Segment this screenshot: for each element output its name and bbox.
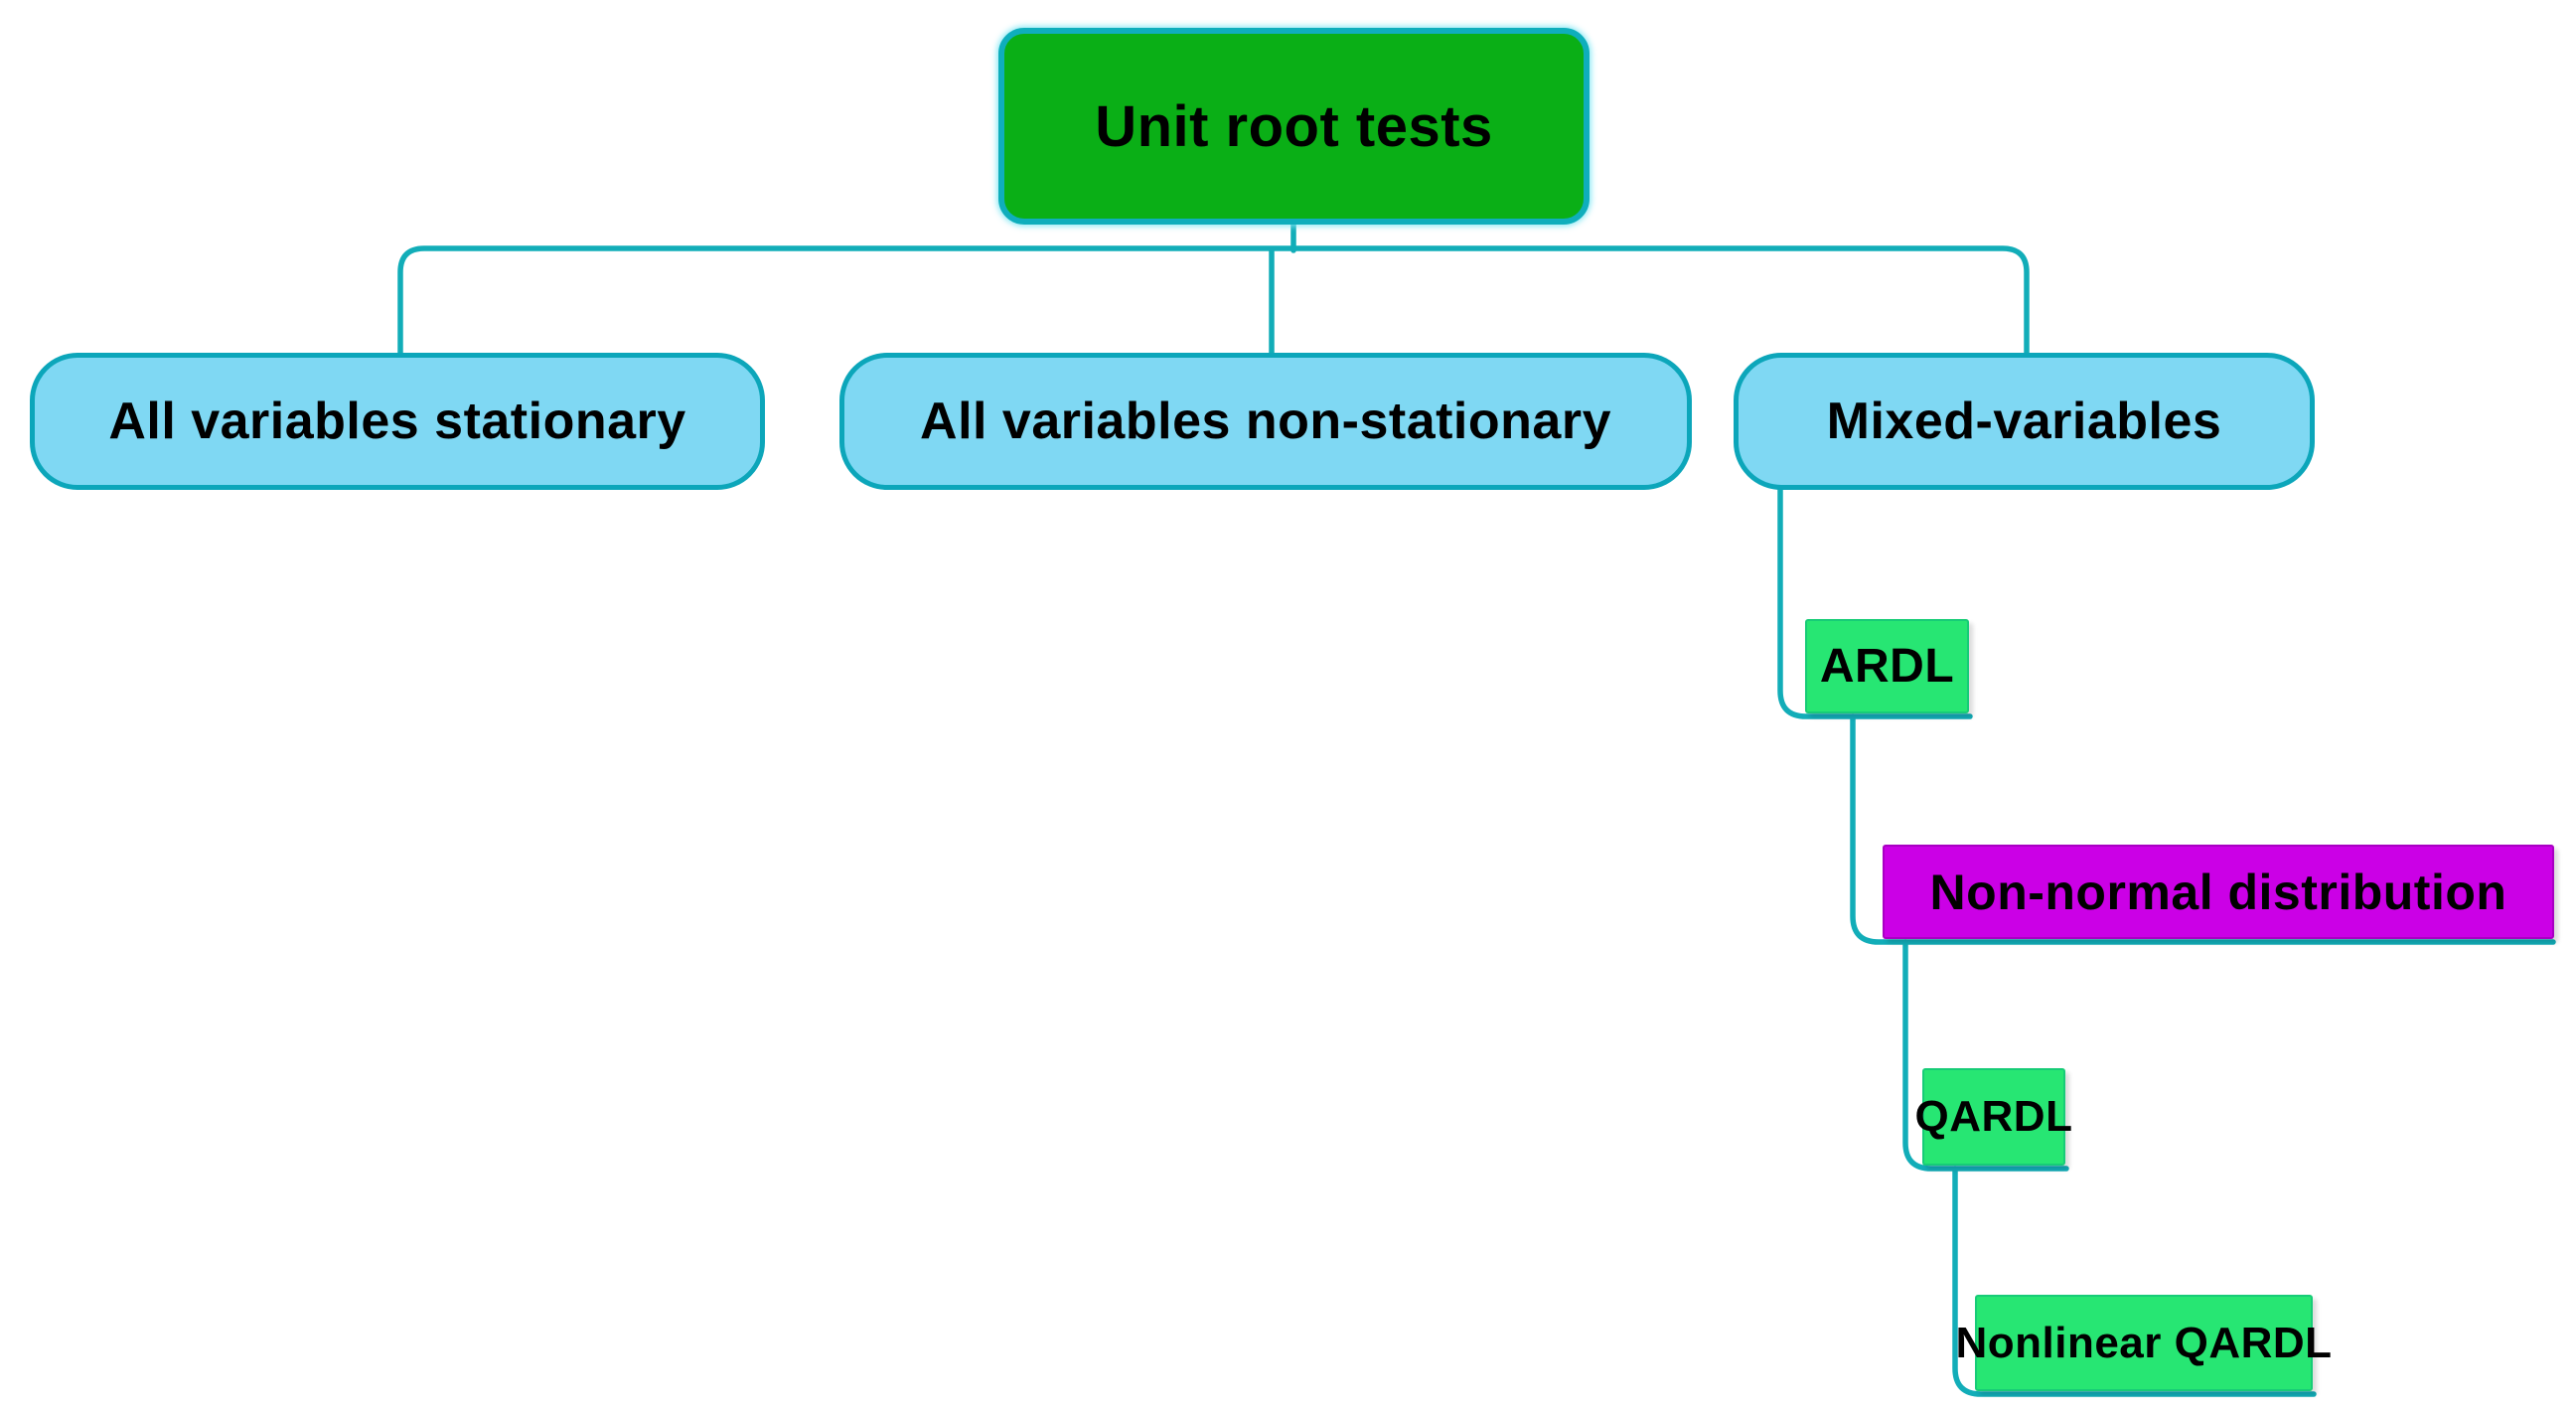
node-nonlinear-qardl-label: Nonlinear QARDL [1955, 1318, 2333, 1367]
node-qardl-label: QARDL [1914, 1092, 2073, 1141]
node-all-variables-stationary: All variables stationary [30, 353, 765, 490]
node-non-normal-distribution: Non-normal distribution [1883, 845, 2554, 939]
connector-nonnormal-to-qardl [1902, 939, 2069, 1172]
connector-qardl-to-nlqardl [1952, 1166, 2317, 1397]
node-all-variables-non-stationary-label: All variables non-stationary [920, 392, 1611, 450]
node-unit-root-tests: Unit root tests [998, 28, 1590, 225]
node-mixed-variables: Mixed-variables [1734, 353, 2315, 490]
node-non-normal-distribution-label: Non-normal distribution [1929, 864, 2507, 920]
node-unit-root-tests-label: Unit root tests [1095, 93, 1493, 159]
node-ardl: ARDL [1805, 619, 1969, 713]
node-ardl-label: ARDL [1819, 640, 1955, 693]
node-all-variables-non-stationary: All variables non-stationary [839, 353, 1692, 490]
node-mixed-variables-label: Mixed-variables [1826, 392, 2222, 450]
node-all-variables-stationary-label: All variables stationary [108, 392, 686, 450]
node-nonlinear-qardl: Nonlinear QARDL [1955, 1295, 2332, 1391]
connector-ardl-to-nonnormal [1850, 713, 2556, 945]
node-qardl: QARDL [1915, 1068, 2072, 1166]
connector-top-bar [397, 245, 2030, 358]
connector-mixed-to-ardl [1777, 484, 1973, 719]
